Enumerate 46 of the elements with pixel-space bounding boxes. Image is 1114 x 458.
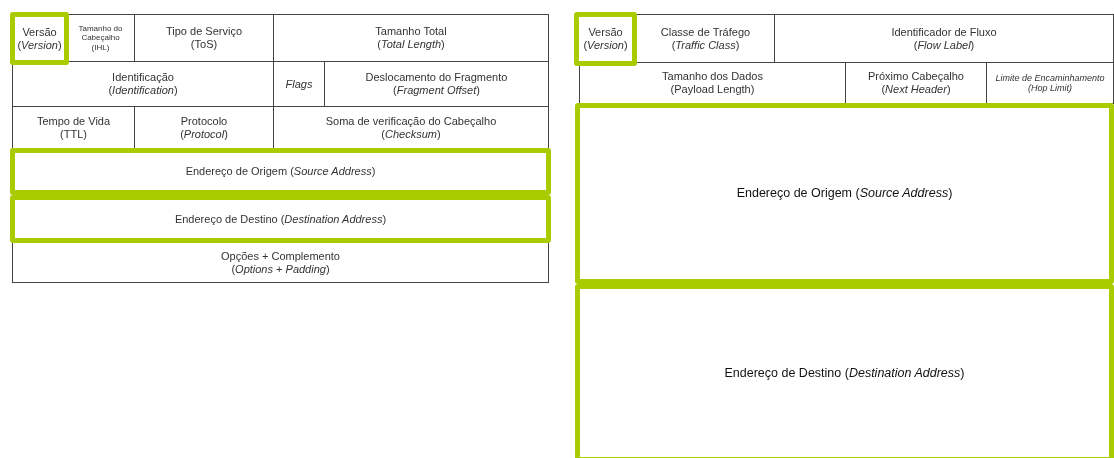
field-label: Tempo de Vida <box>36 114 111 128</box>
field-label: (Traffic Class) <box>671 38 740 52</box>
header-field <box>774 14 1114 63</box>
field-label: (Identification) <box>108 84 178 97</box>
field-label: (ToS) <box>190 38 218 51</box>
field-label: (Next Header) <box>881 83 951 96</box>
field-label: Endereço de Destino (Destination Address) <box>174 212 387 226</box>
field-label: (Total Length) <box>377 38 445 51</box>
field-label: Deslocamento do Fragmento <box>365 71 508 84</box>
field-label: (Options + Padding) <box>231 262 330 276</box>
highlighted-field <box>574 12 637 66</box>
field-label: Tipo de Serviço <box>166 25 242 38</box>
field-label: (Hop Limit) <box>1028 83 1072 94</box>
field-label: Opções + Complemento <box>221 249 340 263</box>
field-label: (Flow Label) <box>913 38 975 52</box>
field-label: Tamanho Total <box>375 25 447 38</box>
field-label: (Fragment Offset) <box>393 84 480 97</box>
field-label: (Version) <box>17 38 62 52</box>
field-label: (IHL) <box>91 42 110 52</box>
field-label: Identificador de Fluxo <box>891 25 997 39</box>
field-label: Endereço de Destino (Destination Address) <box>724 365 965 381</box>
field-label: (Payload Length) <box>670 83 755 96</box>
field-label: (TTL) <box>60 127 87 141</box>
field-label: Flags <box>285 77 313 91</box>
field-label: Classe de Tráfego <box>660 25 751 39</box>
highlighted-field <box>10 195 551 243</box>
field-label: (Checksum) <box>381 127 441 141</box>
highlighted-field <box>575 103 1114 284</box>
highlighted-field <box>10 12 69 65</box>
field-label: (Protocol) <box>180 127 228 141</box>
field-label: Próximo Cabeçalho <box>868 70 964 83</box>
header-field <box>12 242 549 283</box>
highlighted-field <box>575 284 1114 458</box>
field-label: Soma de verificação do Cabeçalho <box>325 114 497 128</box>
field-label: Tamanho dos Dados <box>662 70 763 83</box>
field-label: Versão <box>22 25 57 39</box>
highlighted-field <box>10 148 551 195</box>
field-label: Identificação <box>112 71 174 84</box>
field-label: Endereço de Origem (Source Address) <box>736 186 953 201</box>
header-field <box>273 14 549 62</box>
field-label: (Version) <box>583 39 628 52</box>
field-label: Limite de Encaminhamento <box>995 72 1105 83</box>
field-label: Endereço de Origem (Source Address) <box>185 165 376 178</box>
field-label: Tamanho do Cabeçalho <box>77 24 124 43</box>
field-label: Versão <box>588 26 623 39</box>
field-label: Protocolo <box>180 114 228 128</box>
